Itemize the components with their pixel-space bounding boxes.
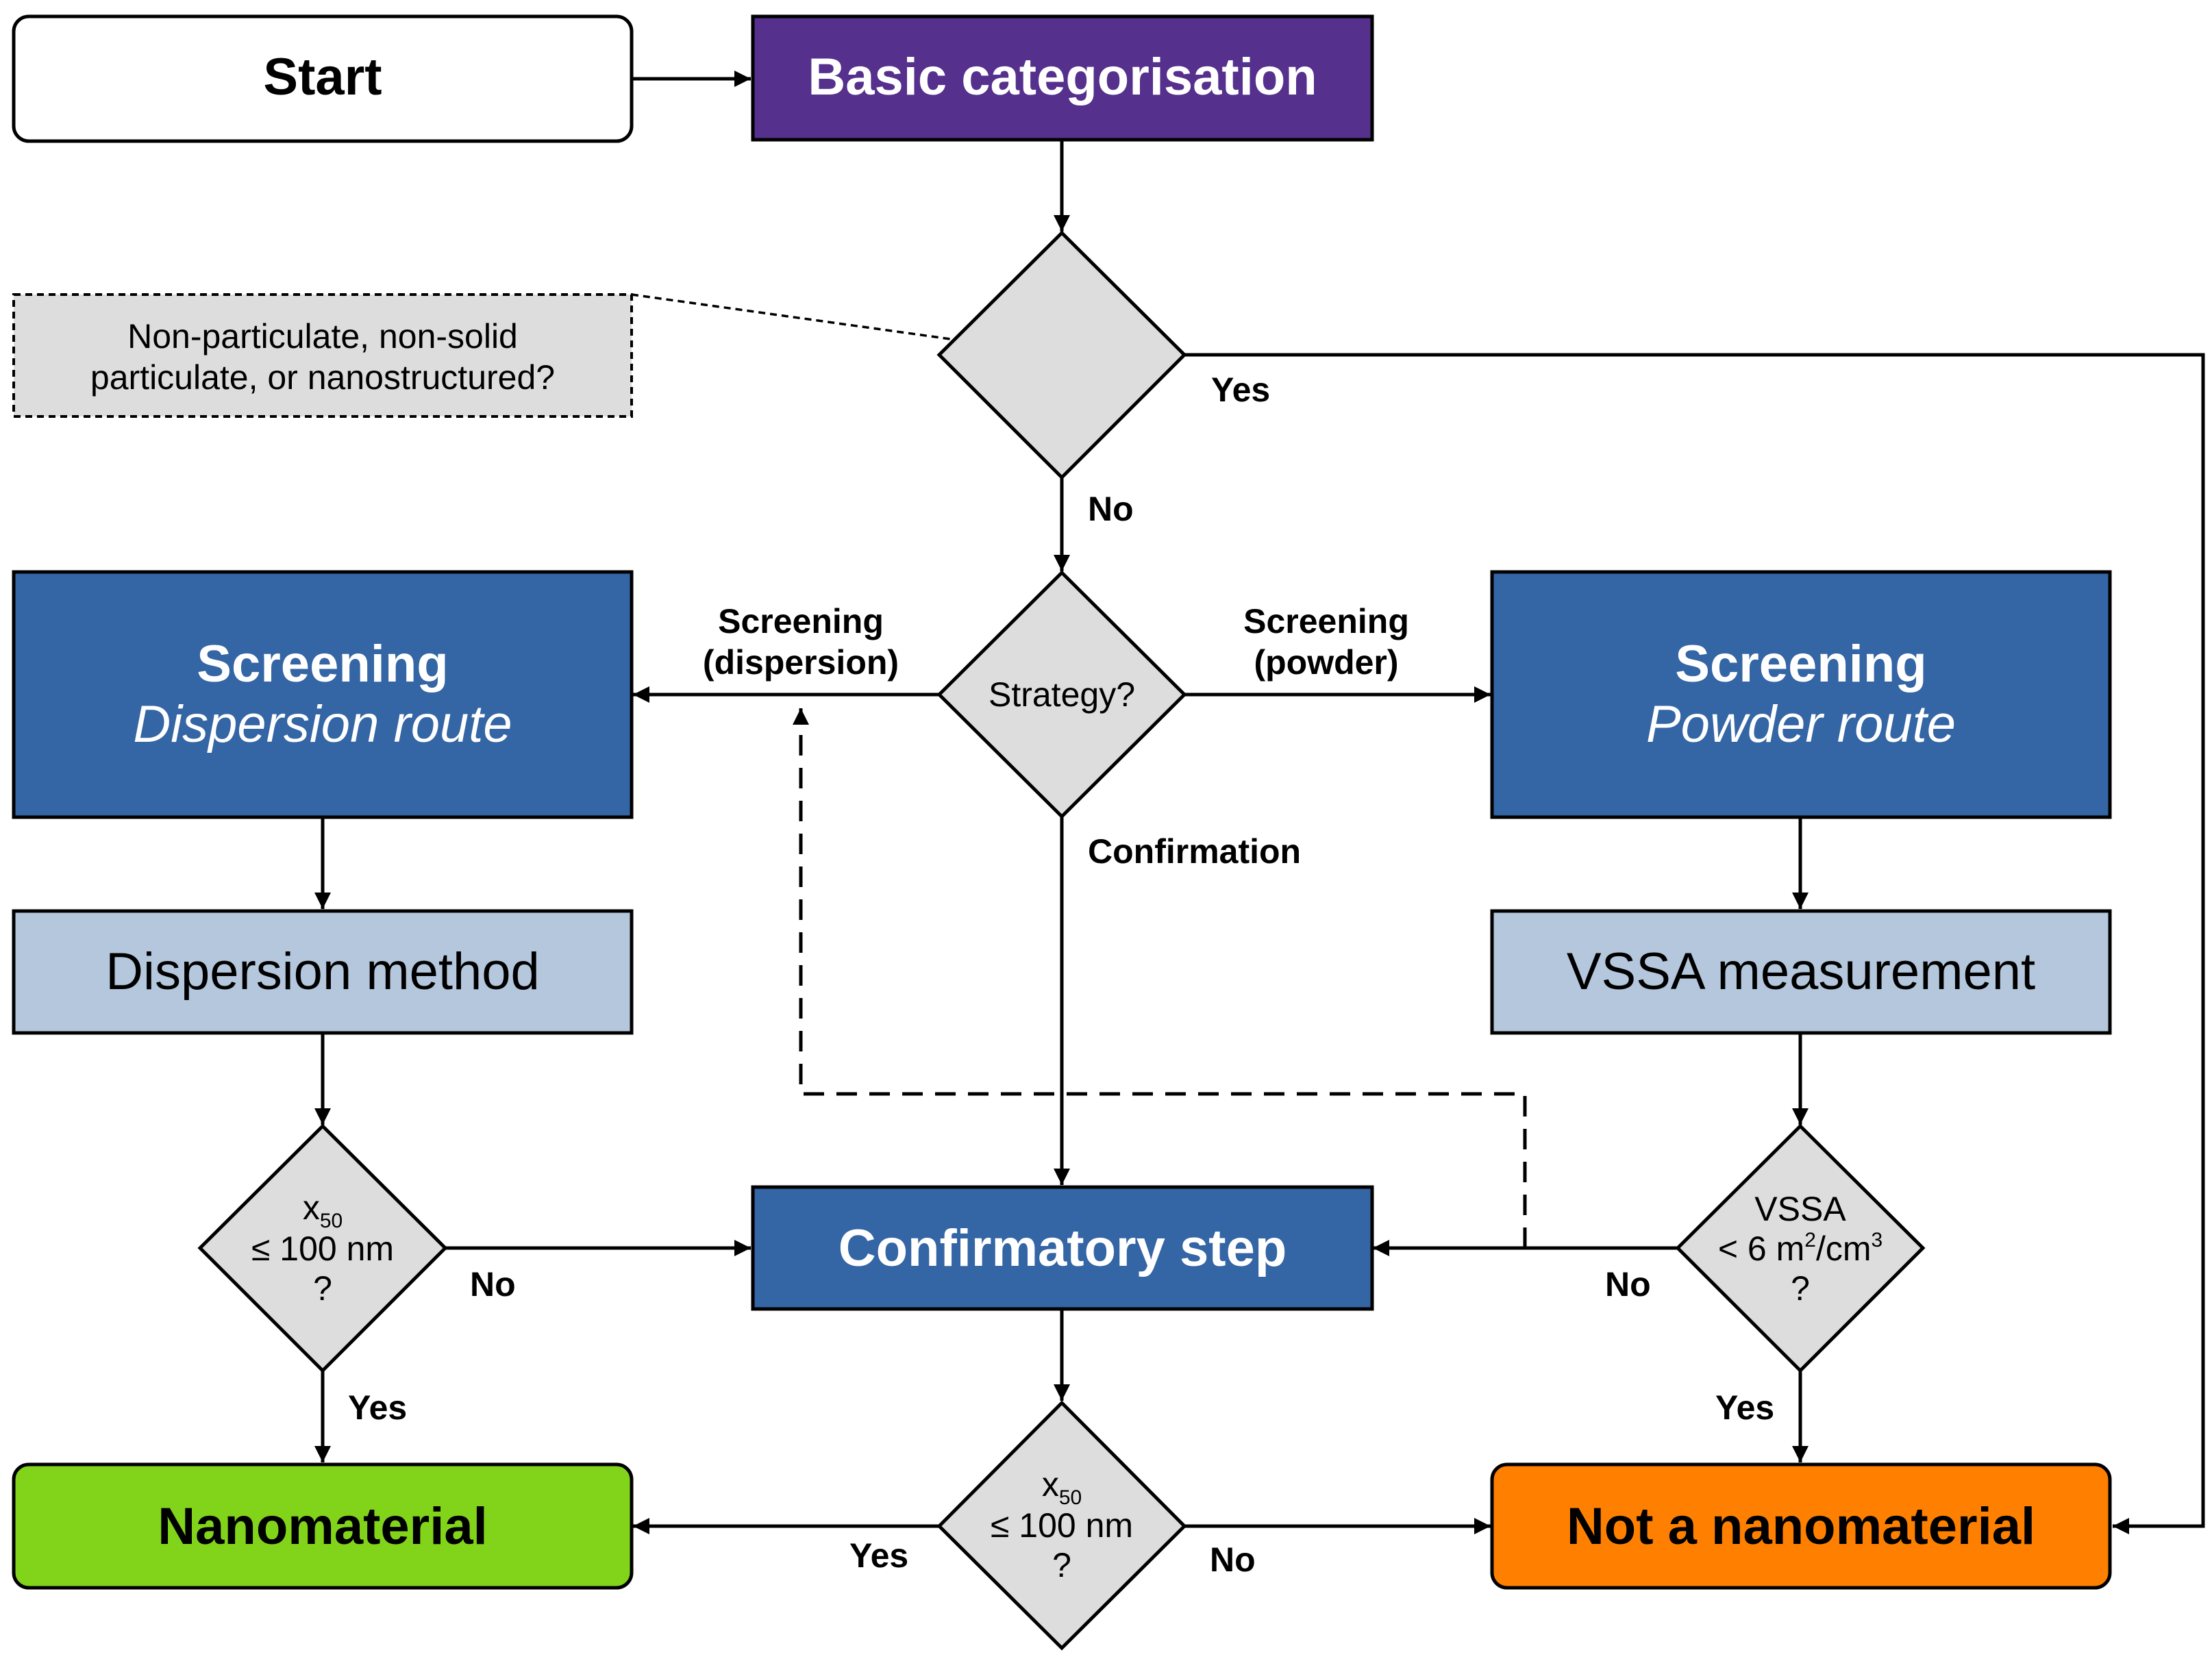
vssa-threshold: < 6 m2/cm3 bbox=[1718, 1229, 1882, 1268]
screening-dispersion-subtitle: Dispersion route bbox=[133, 695, 512, 753]
label-no-left: No bbox=[470, 1265, 516, 1304]
x50-bottom-threshold: ≤ 100 nm bbox=[991, 1506, 1133, 1545]
start-label: Start bbox=[263, 48, 382, 106]
note-line-1: Non-particulate, non-solid bbox=[127, 317, 518, 356]
label-yes-bottom: Yes bbox=[849, 1536, 908, 1575]
decision-diamond-top bbox=[936, 230, 1187, 480]
strategy-label: Strategy? bbox=[989, 675, 1135, 714]
x50-left-threshold: ≤ 100 nm bbox=[251, 1230, 394, 1268]
confirmatory-step-node: Confirmatory step bbox=[751, 1185, 1374, 1311]
x50-bottom-symbol: x50 bbox=[1042, 1465, 1082, 1509]
screening-dispersion-node: Screening Dispersion route bbox=[12, 570, 634, 819]
label-yes-top: Yes bbox=[1211, 371, 1270, 409]
not-nanomaterial-label: Not a nanomaterial bbox=[1567, 1497, 2035, 1556]
strategy-diamond: Strategy? bbox=[936, 570, 1187, 819]
nanomaterial-node: Nanomaterial bbox=[12, 1462, 634, 1590]
x50-diamond-bottom: x50 ≤ 100 nm ? bbox=[936, 1400, 1187, 1651]
vssa-measurement-label: VSSA measurement bbox=[1567, 943, 2035, 1001]
label-no-top: No bbox=[1088, 490, 1134, 528]
label-no-bottom: No bbox=[1210, 1540, 1256, 1579]
screening-powder-subtitle: Powder route bbox=[1646, 695, 1956, 753]
label-yes-left: Yes bbox=[348, 1388, 407, 1427]
confirmatory-step-label: Confirmatory step bbox=[838, 1219, 1287, 1277]
label-yes-right: Yes bbox=[1715, 1388, 1774, 1427]
connectors bbox=[314, 70, 2205, 1535]
nanomaterial-label: Nanomaterial bbox=[158, 1497, 488, 1556]
note-box: Non-particulate, non-solid particulate, … bbox=[12, 293, 633, 418]
x50-diamond-left: x50 ≤ 100 nm ? bbox=[197, 1123, 448, 1373]
label-screening-dispersion-1: Screening bbox=[718, 602, 884, 640]
vssa-question-mark: ? bbox=[1791, 1269, 1810, 1308]
label-confirmation: Confirmation bbox=[1088, 832, 1301, 871]
x50-bottom-question: ? bbox=[1052, 1546, 1071, 1584]
note-line-2: particulate, or nanostructured? bbox=[90, 358, 555, 397]
basic-categorisation-label: Basic categorisation bbox=[808, 48, 1317, 106]
basic-categorisation-node: Basic categorisation bbox=[751, 14, 1374, 142]
label-screening-dispersion-2: (dispersion) bbox=[703, 643, 899, 682]
x50-left-symbol: x50 bbox=[303, 1188, 343, 1232]
vssa-question-title: VSSA bbox=[1754, 1190, 1846, 1228]
screening-dispersion-title: Screening bbox=[197, 635, 448, 693]
vssa-measurement-node: VSSA measurement bbox=[1490, 909, 2112, 1035]
screening-powder-node: Screening Powder route bbox=[1490, 570, 2112, 819]
start-node: Start bbox=[12, 14, 634, 143]
edge-labels: Yes No Screening (dispersion) Screening … bbox=[348, 371, 1774, 1579]
vssa-diamond: VSSA < 6 m2/cm3 ? bbox=[1675, 1123, 1926, 1373]
dashed-feedback-arrow bbox=[792, 708, 1527, 1248]
screening-powder-title: Screening bbox=[1675, 635, 1926, 693]
dispersion-method-node: Dispersion method bbox=[12, 909, 634, 1035]
label-screening-powder-1: Screening bbox=[1243, 602, 1409, 640]
not-nanomaterial-node: Not a nanomaterial bbox=[1490, 1462, 2112, 1590]
label-no-right: No bbox=[1605, 1265, 1651, 1304]
label-screening-powder-2: (powder) bbox=[1254, 643, 1398, 682]
arrow-decision-yes-to-not-nano bbox=[1184, 353, 2205, 1535]
x50-left-question: ? bbox=[313, 1269, 332, 1308]
dispersion-method-label: Dispersion method bbox=[105, 943, 540, 1001]
